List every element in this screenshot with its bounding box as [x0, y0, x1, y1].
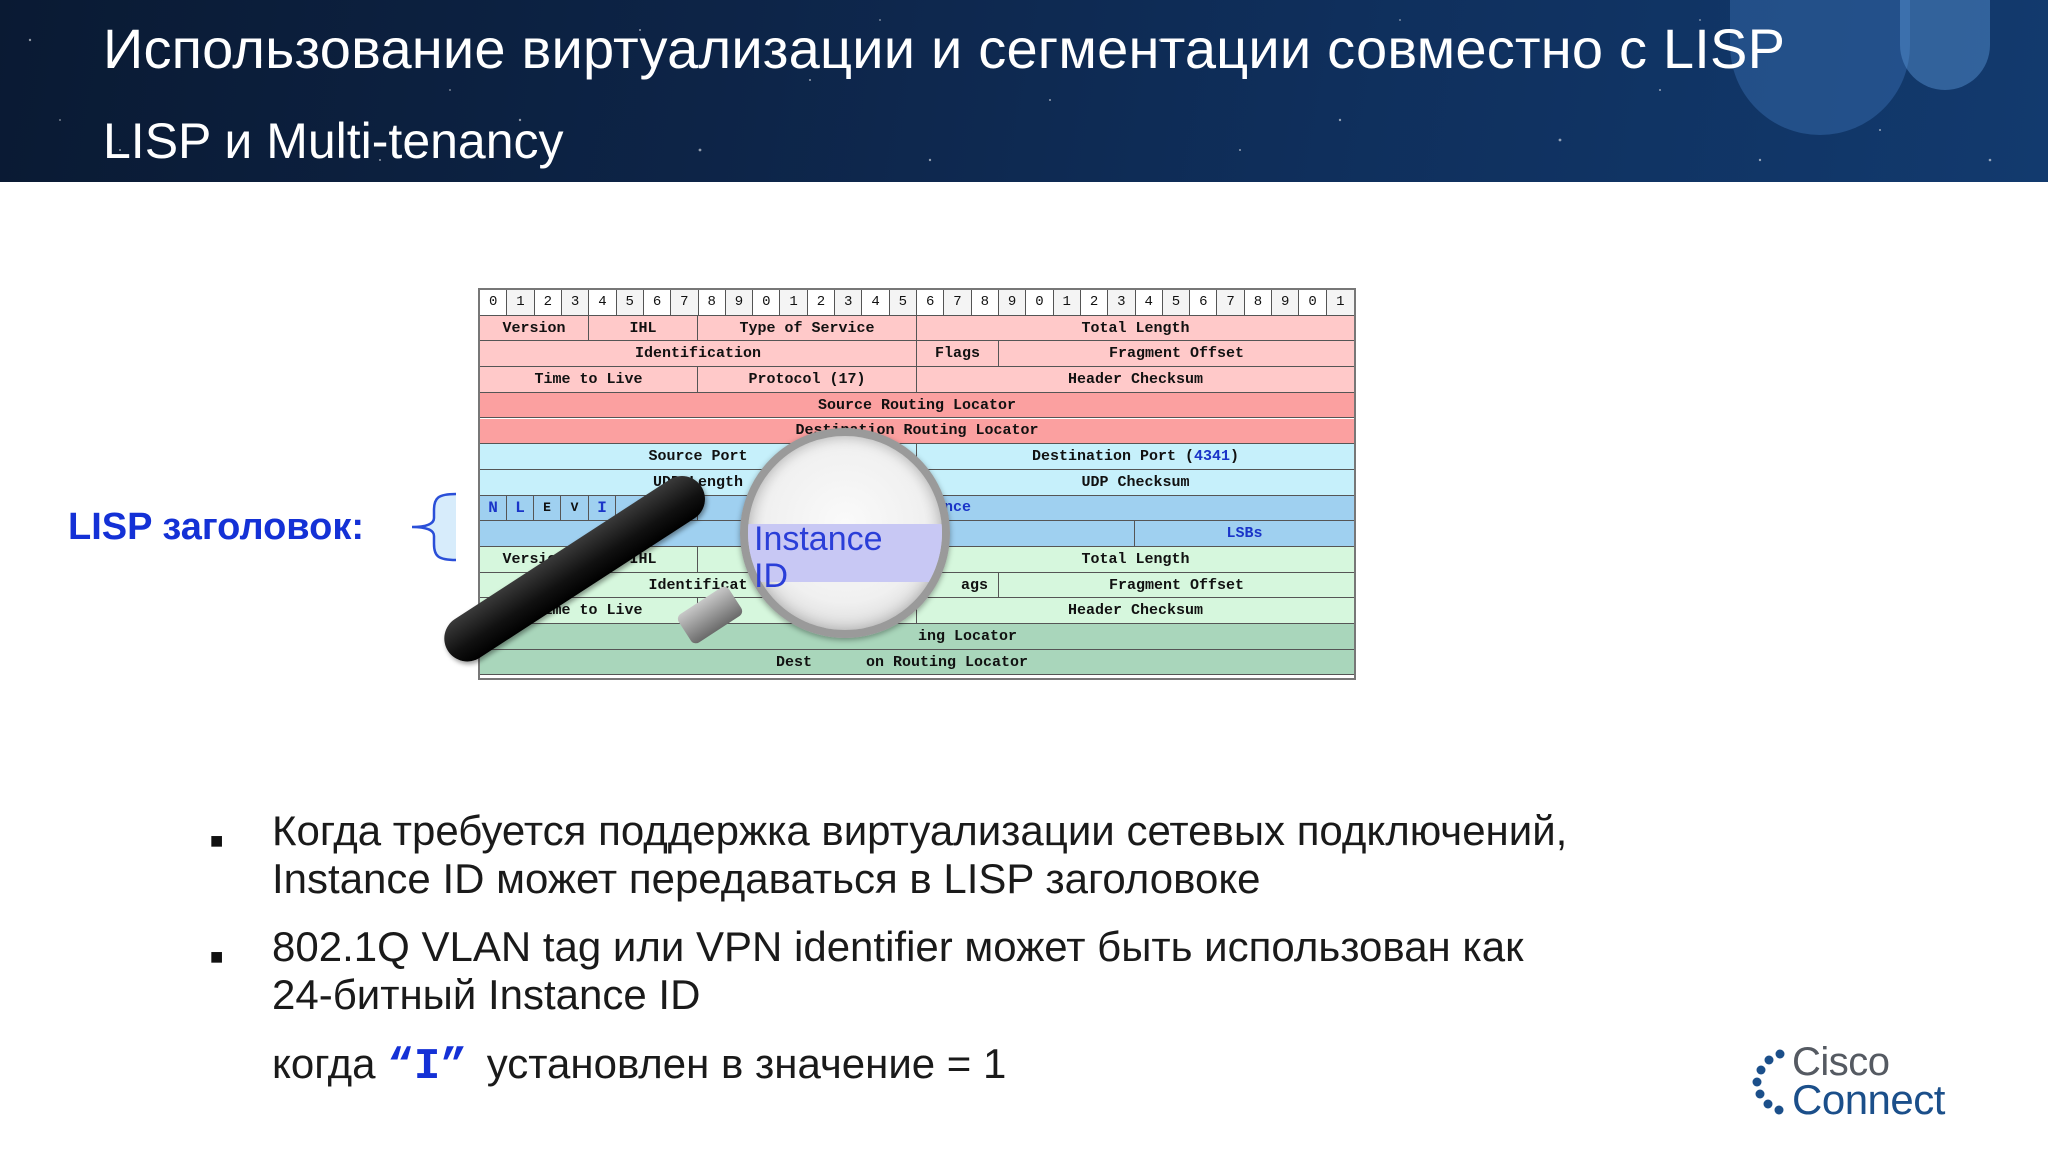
bit-index-label: 1: [780, 290, 808, 316]
bit-index-label: 3: [835, 290, 863, 316]
field-dest-port: Destination Port (4341): [917, 444, 1354, 470]
lisp-header-label: LISP заголовок:: [68, 506, 365, 548]
field-instance-id: nce: [698, 496, 1354, 522]
bullet-line: Когда требуется поддержка виртуализации …: [272, 807, 1568, 854]
outer-ip-row-3: Time to Live Protocol (17) Header Checks…: [480, 367, 1354, 393]
outer-ip-row-1: Version IHL Type of Service Total Length: [480, 315, 1354, 342]
bit-index-label: 4: [589, 290, 617, 316]
dest-port-close: ): [1230, 448, 1240, 466]
header-banner: Использование виртуализации и сегментаци…: [0, 0, 2048, 182]
inner-dest-rloc-part2: on Routing Locator: [866, 653, 1029, 671]
inner-field-fragment-offset: Fragment Offset: [999, 573, 1354, 599]
note-prefix: когда: [272, 1040, 376, 1087]
field-lsbs: LSBs: [1135, 521, 1354, 547]
field-total-length: Total Length: [917, 316, 1354, 342]
bit-index-label: 7: [671, 290, 699, 316]
field-ttl: Time to Live: [480, 367, 698, 393]
brace-icon: [411, 492, 457, 562]
bit-index-label: 4: [1135, 290, 1163, 316]
magnifier-highlight-band: [748, 524, 942, 582]
inner-dest-rloc-row: Dest on Routing Locator: [480, 649, 1354, 676]
flag-e: E: [534, 495, 561, 522]
inner-dest-rloc-part1: Dest: [776, 653, 813, 671]
bit-index-label: 1: [1053, 290, 1081, 316]
field-udp-checksum: UDP Checksum: [917, 470, 1354, 496]
flag-n: N: [480, 495, 507, 522]
bit-index-label: 7: [1217, 290, 1245, 316]
logo-dots-icon: [1752, 1049, 1785, 1115]
logo-line-2: Connect: [1792, 1076, 1945, 1123]
bit-index-label: 8: [698, 290, 726, 316]
magnifier-instance-id-text: Instance ID: [754, 520, 883, 595]
i-flag-note: когда“I” установлен в значение = 1: [272, 1040, 1006, 1092]
bit-index-label: 0: [480, 290, 508, 316]
bit-index-label: 1: [507, 290, 535, 316]
banner-decoration: [1900, 0, 1990, 90]
star-field: [28, 19, 1992, 162]
field-ihl: IHL: [589, 315, 698, 342]
inner-source-rloc-row: ing Locator: [480, 624, 1354, 650]
bullet-marker-icon: ■: [210, 828, 224, 853]
field-dest-rloc: Destination Routing Locator: [480, 419, 1354, 445]
outer-ip-row-2: Identification Flags Fragment Offset: [480, 341, 1354, 368]
bit-index-label: 2: [1080, 290, 1109, 316]
field-fragment-offset: Fragment Offset: [999, 341, 1354, 368]
field-version: Version: [480, 315, 589, 342]
dest-port-label: Destination Port (: [1031, 448, 1194, 466]
slide-subtitle: LISP и Multi-tenancy: [103, 113, 564, 169]
flag-v: V: [561, 495, 589, 522]
bullet-line: 24-битный Instance ID: [272, 971, 701, 1018]
flag-l: L: [507, 495, 534, 522]
inner-field-source-rloc: ing Locator: [480, 624, 1354, 650]
bit-index-label: 0: [753, 290, 781, 316]
bit-index-label: 7: [944, 290, 972, 316]
bit-index-label: 2: [534, 290, 562, 316]
bit-index-label: 5: [889, 290, 917, 316]
flag-i: I: [589, 495, 616, 522]
inner-field-dest-rloc: Dest on Routing Locator: [480, 650, 1354, 676]
outer-dest-rloc-row: Destination Routing Locator: [480, 418, 1354, 445]
field-type-of-service: Type of Service: [698, 315, 917, 342]
field-identification: Identification: [480, 341, 917, 368]
inner-field-total-length: Total Length: [917, 547, 1354, 573]
note-i-flag: “I”: [387, 1042, 467, 1092]
field-source-rloc: Source Routing Locator: [480, 393, 1354, 419]
bit-index-label: 9: [998, 290, 1027, 316]
bit-index-label: 0: [1026, 290, 1054, 316]
magnifier-lens: [740, 428, 950, 638]
bit-index-label: 9: [1272, 290, 1300, 316]
logo-line-1: Cisco: [1792, 1040, 1890, 1084]
note-suffix: установлен в значение = 1: [486, 1040, 1007, 1087]
field-flags: Flags: [917, 341, 999, 368]
dest-port-value: 4341: [1194, 448, 1231, 466]
bullet-line: Instance ID может передаваться в LISP за…: [272, 855, 1261, 902]
bit-index-label: 0: [1299, 290, 1327, 316]
inner-field-header-checksum: Header Checksum: [917, 598, 1354, 625]
bullet-marker-icon: ■: [210, 944, 224, 969]
bit-index-label: 3: [561, 290, 590, 316]
bit-index-label: 6: [1190, 290, 1218, 316]
bit-index-label: 1: [1326, 290, 1354, 316]
inner-field-flags: ags: [917, 572, 999, 599]
bit-index-label: 6: [917, 290, 945, 316]
bit-index-label: 9: [725, 290, 754, 316]
bit-index-label: 6: [643, 290, 672, 316]
bit-index-label: 3: [1108, 290, 1136, 316]
bit-index-label: 5: [616, 290, 644, 316]
slide-title: Использование виртуализации и сегментаци…: [103, 17, 1786, 80]
field-protocol: Protocol (17): [698, 367, 917, 393]
bit-index-label: 2: [807, 290, 836, 316]
bullet-line: 802.1Q VLAN tag или VPN identifier может…: [272, 923, 1524, 970]
bit-index-label: 8: [971, 290, 999, 316]
outer-source-rloc-row: Source Routing Locator: [480, 392, 1354, 419]
bit-index-label: 4: [862, 290, 890, 316]
bit-index-label: 5: [1162, 290, 1191, 316]
field-header-checksum: Header Checksum: [917, 367, 1354, 393]
bit-index-label: 8: [1244, 290, 1273, 316]
